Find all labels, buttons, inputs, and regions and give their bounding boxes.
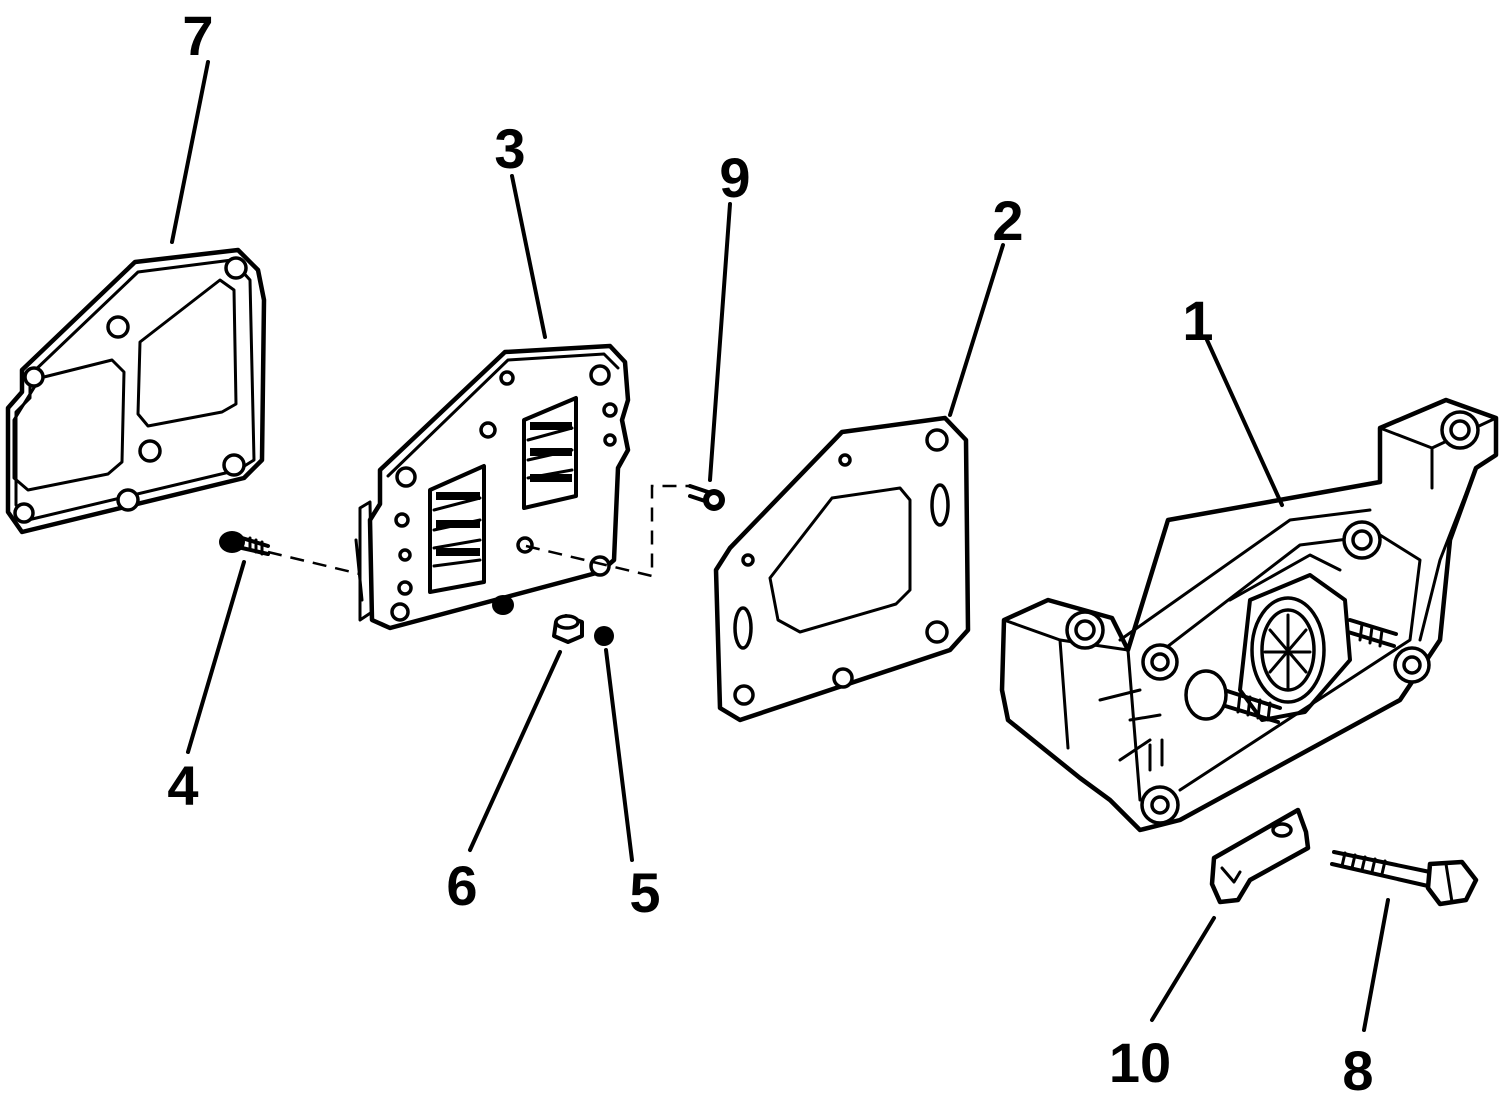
part-5-nut <box>594 626 614 646</box>
part-9-screw <box>688 484 725 511</box>
reed-window-right <box>522 396 578 510</box>
callout-4: 4 <box>167 754 198 817</box>
callout-6: 6 <box>446 854 477 917</box>
callout-3: 3 <box>494 117 525 180</box>
part-6-stop <box>552 614 584 644</box>
callout-8: 8 <box>1342 1039 1373 1097</box>
callout-5: 5 <box>629 861 660 924</box>
callout-10: 10 <box>1109 1031 1171 1094</box>
callout-2: 2 <box>992 189 1023 252</box>
callout-9: 9 <box>719 146 750 209</box>
part-3-reed-plate <box>354 343 631 631</box>
callout-1: 1 <box>1182 289 1213 352</box>
leader-lines <box>170 60 1390 1032</box>
callout-7: 7 <box>182 4 213 67</box>
part-10-clip <box>1209 807 1311 905</box>
assembly-dashed-lines <box>267 484 690 578</box>
reed-window-left <box>428 464 486 594</box>
part-7-gasket <box>5 247 267 535</box>
part-4-screw <box>219 531 270 556</box>
callout-labels: 7 3 9 2 1 4 6 5 10 8 <box>167 4 1373 1097</box>
part-1-housing <box>999 397 1499 833</box>
part-8-bolt <box>1330 850 1479 907</box>
part-2-gasket <box>713 415 971 723</box>
